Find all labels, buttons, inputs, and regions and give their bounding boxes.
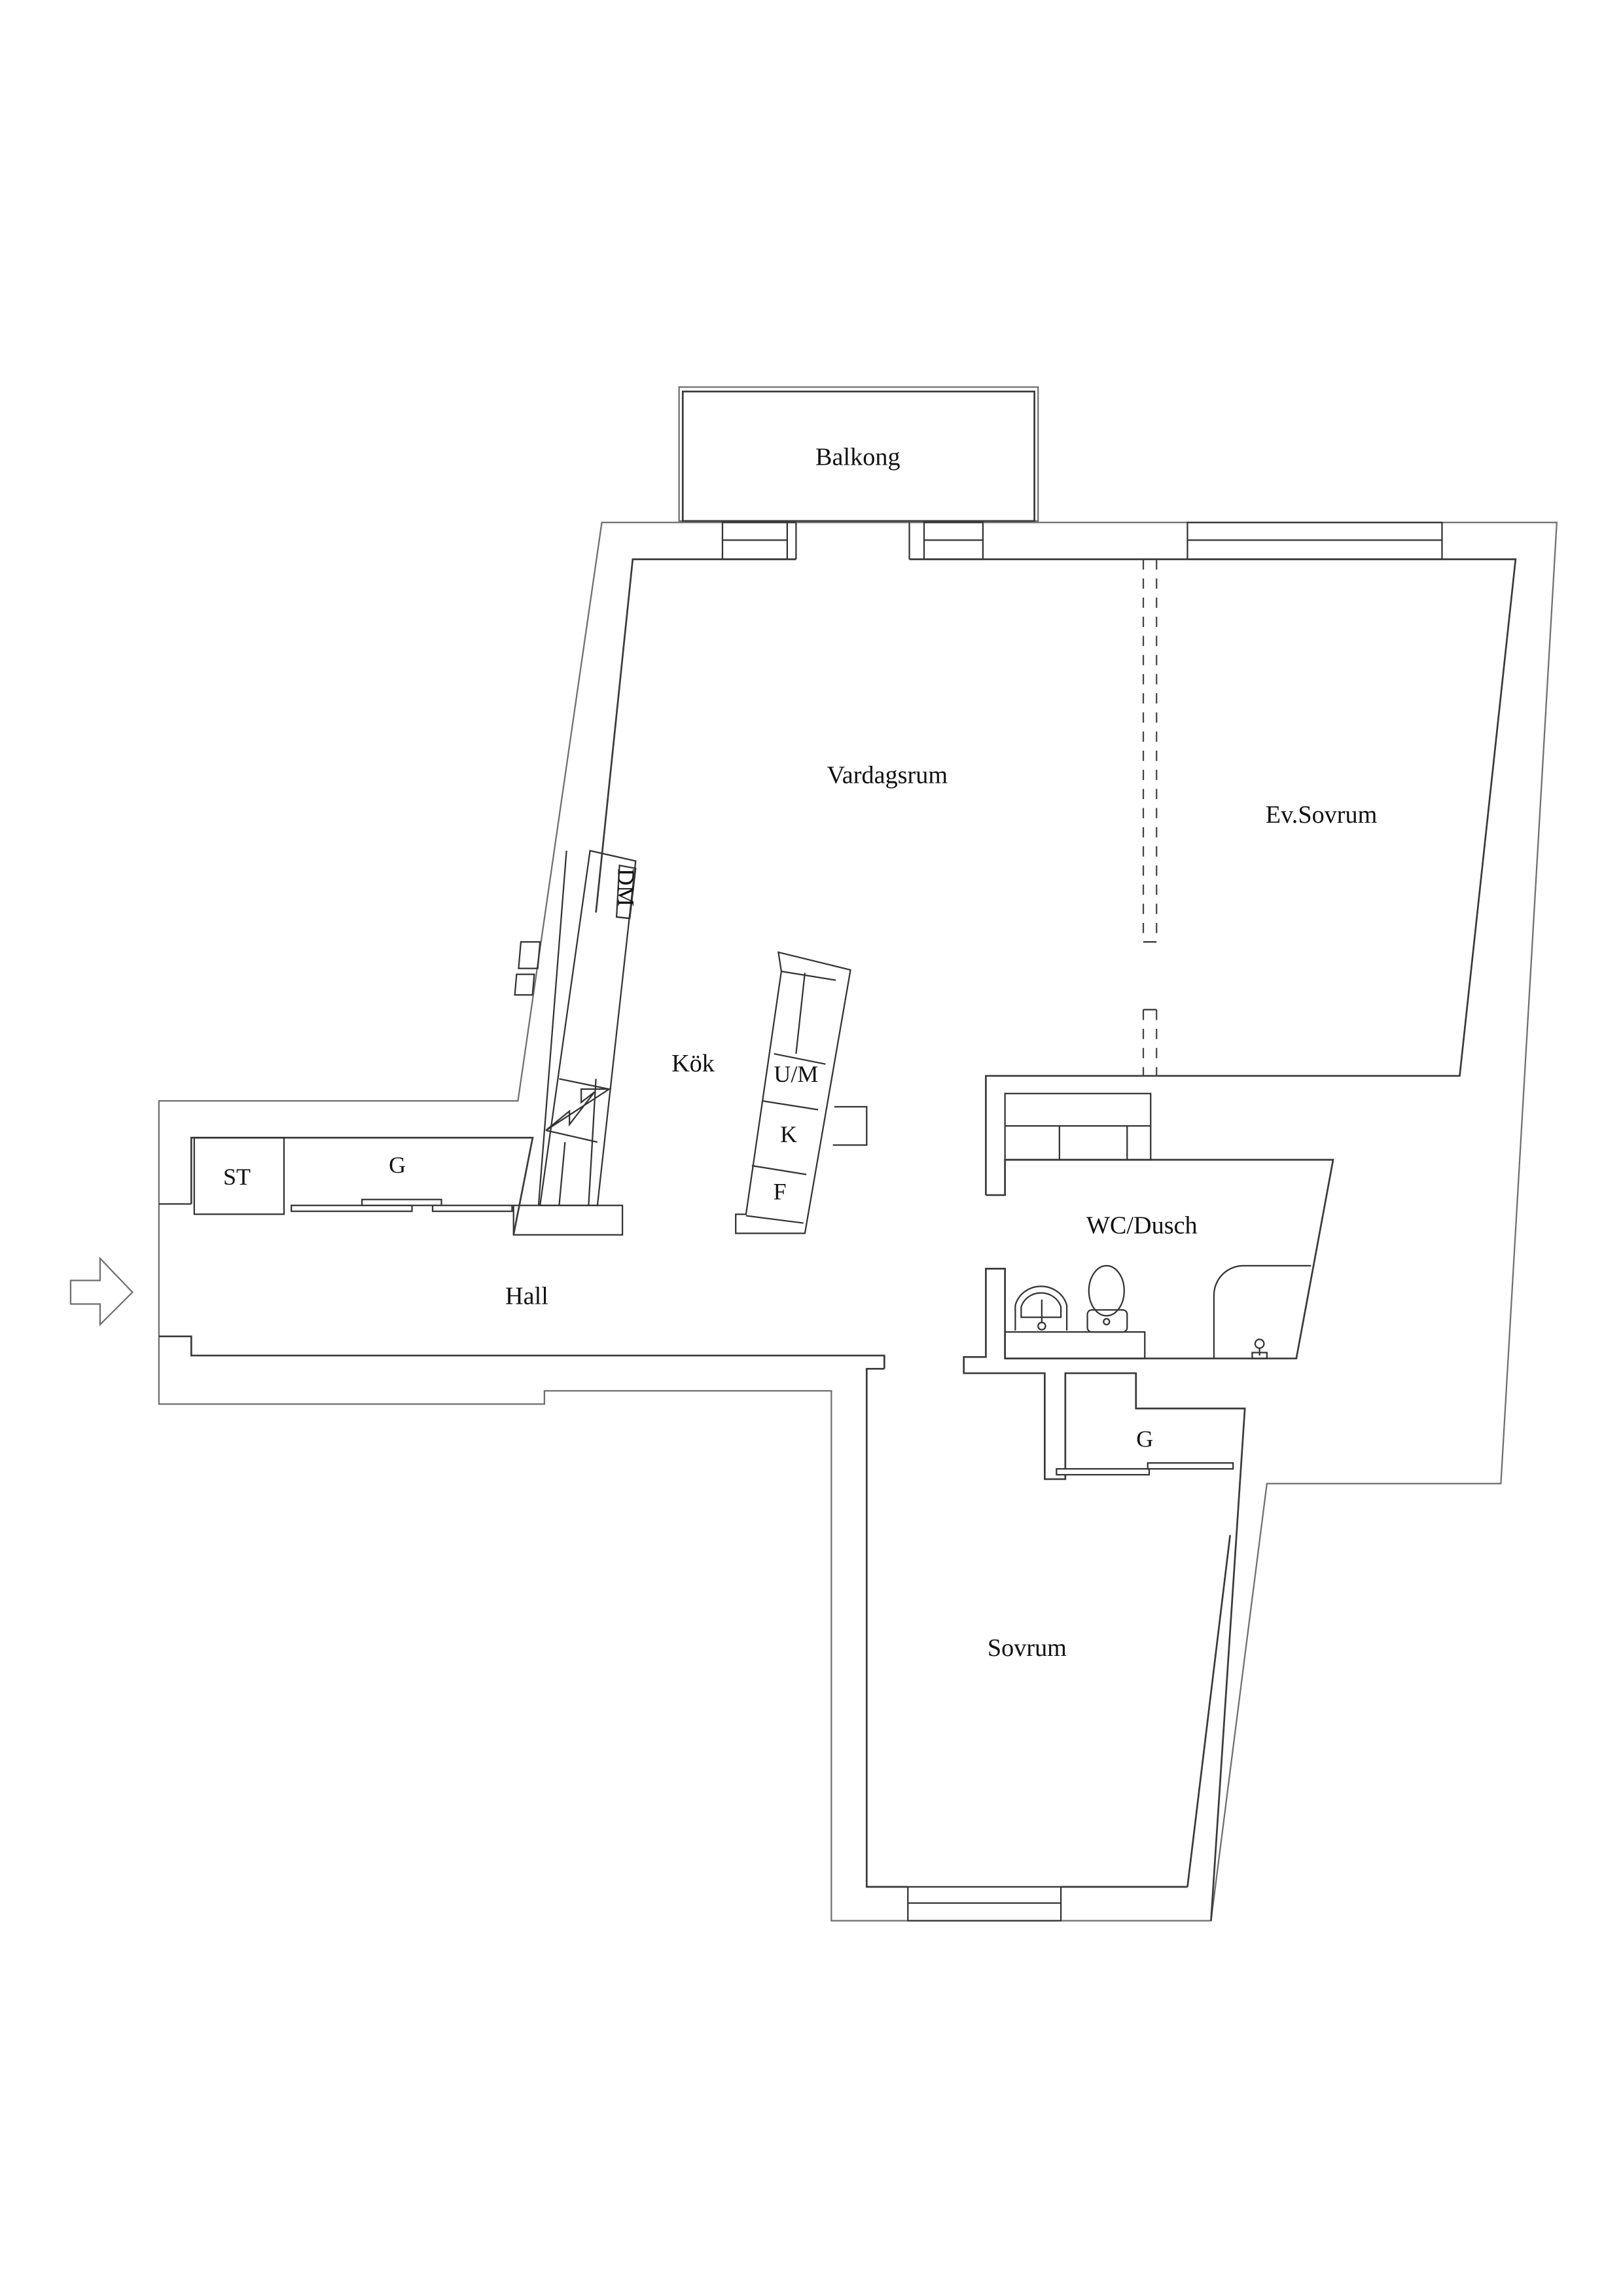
living-room-walls <box>595 558 1517 1195</box>
room-label-kok: Kök <box>671 1050 715 1077</box>
entrance-arrow-icon <box>69 1256 134 1327</box>
kitchen-counter-left <box>512 850 637 1236</box>
fixture-label-um: U/M <box>774 1061 818 1087</box>
bedroom-wardrobe: G <box>1056 1426 1234 1476</box>
fixture-label-g-hall: G <box>389 1152 406 1178</box>
room-label-hall: Hall <box>505 1282 548 1310</box>
bedroom-walls <box>865 1367 1232 1922</box>
fixture-label-f: F <box>774 1179 787 1205</box>
balcony <box>678 386 1039 522</box>
kitchen-island: U/M K F <box>735 951 868 1234</box>
bathroom <box>963 1092 1334 1921</box>
room-label-vardagsrum: Vardagsrum <box>827 761 948 789</box>
room-label-ev-sovrum: Ev.Sovrum <box>1266 801 1378 829</box>
hall-walls: ST G <box>158 1136 885 1369</box>
partition-dashed <box>1142 559 1158 1076</box>
fixture-label-k: K <box>780 1121 797 1147</box>
exterior-wall-outline <box>158 522 1558 1922</box>
room-label-balkong: Balkong <box>815 444 901 471</box>
fixture-label-g-bedroom: G <box>1136 1426 1153 1452</box>
fixture-label-dm: DM <box>613 869 639 906</box>
windows-top <box>721 522 1443 560</box>
room-label-sovrum: Sovrum <box>988 1634 1067 1662</box>
room-label-wc-dusch: WC/Dusch <box>1086 1211 1198 1239</box>
fixture-label-st: ST <box>223 1164 251 1190</box>
